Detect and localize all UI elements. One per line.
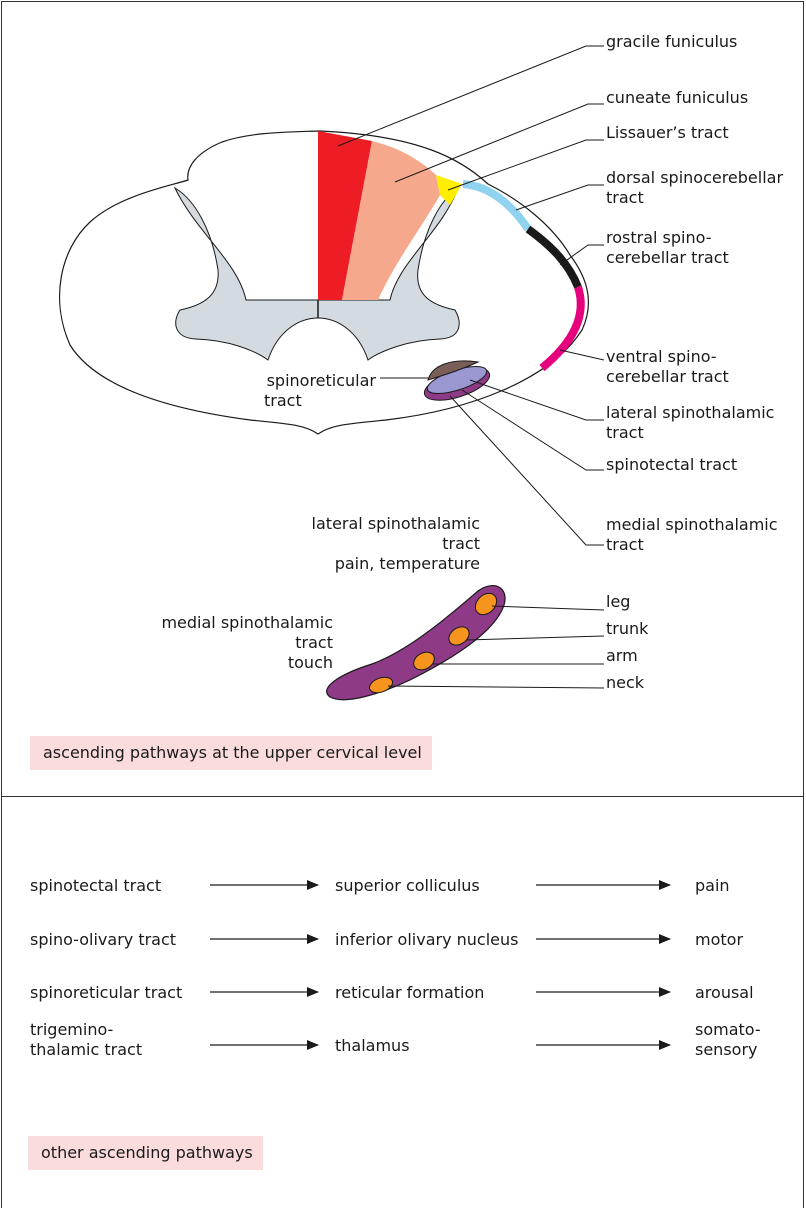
lower-panel-caption: other ascending pathways (28, 1136, 263, 1170)
label-gracile-funiculus: gracile funiculus (606, 32, 737, 52)
label-medial-spinothalamic: medial spinothalamic tract (606, 515, 778, 555)
row3-target: reticular formation (335, 983, 484, 1003)
inset-label-trunk: trunk (606, 619, 648, 639)
row1-source: spinotectal tract (30, 876, 161, 896)
label-lissauers-tract: Lissauer’s tract (606, 123, 729, 143)
label-dorsal-spinocerebellar: dorsal spinocerebellar tract (606, 168, 783, 208)
inset-label-leg: leg (606, 592, 630, 612)
row4-target: thalamus (335, 1036, 410, 1056)
inset-label-neck: neck (606, 673, 644, 693)
leader-gracile (338, 46, 604, 146)
leader-leg (492, 606, 604, 610)
label-ventral-spinocerebellar: ventral spino- cerebellar tract (606, 347, 729, 387)
label-cuneate-funiculus: cuneate funiculus (606, 88, 748, 108)
label-spinoreticular: spinoreticular tract (256, 371, 376, 411)
row1-function: pain (695, 876, 730, 896)
leader-neck (388, 686, 604, 688)
inset-label-arm: arm (606, 646, 638, 666)
row2-target: inferior olivary nucleus (335, 930, 518, 950)
leader-ventral-spinocerebellar (560, 350, 604, 360)
inset-label-lateral-spinothalamic: lateral spinothalamic tract pain, temper… (280, 514, 480, 574)
leader-trunk (466, 636, 604, 640)
row1-target: superior colliculus (335, 876, 480, 896)
spinal-cord-diagram (0, 0, 806, 800)
row4-function: somato- sensory (695, 1020, 761, 1060)
row3-function: arousal (695, 983, 754, 1003)
row2-function: motor (695, 930, 743, 950)
label-rostral-spinocerebellar: rostral spino- cerebellar tract (606, 228, 729, 268)
row3-source: spinoreticular tract (30, 983, 182, 1003)
label-lateral-spinothalamic: lateral spinothalamic tract (606, 403, 774, 443)
leader-dorsal-spinocerebellar (516, 185, 604, 210)
row4-source: trigemino- thalamic tract (30, 1020, 142, 1060)
label-spinotectal: spinotectal tract (606, 455, 737, 475)
inset-label-medial-spinothalamic: medial spinothalamic tract touch (133, 613, 333, 673)
row2-source: spino-olivary tract (30, 930, 176, 950)
upper-panel-caption: ascending pathways at the upper cervical… (30, 736, 432, 770)
